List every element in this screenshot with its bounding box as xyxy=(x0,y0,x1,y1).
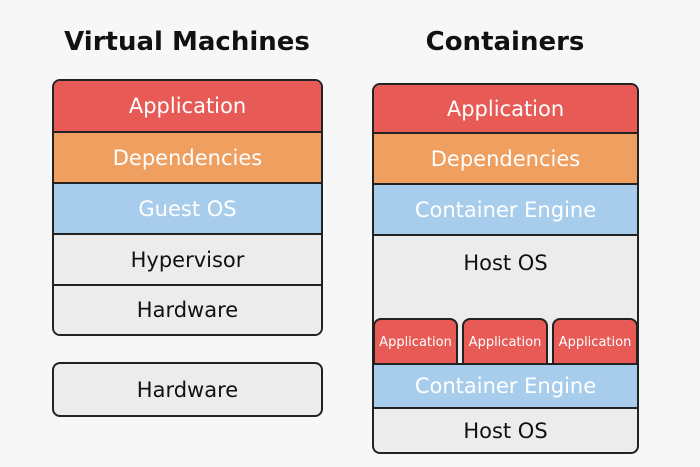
containers-application-layer: Application xyxy=(374,85,637,134)
containers-stack: Application Dependencies Container Engin… xyxy=(372,83,639,287)
vm-dependencies-layer: Dependencies xyxy=(54,133,321,184)
containers-dependencies-layer: Dependencies xyxy=(374,134,637,185)
containers-lower-engine-layer: Container Engine xyxy=(372,363,639,409)
vm-hardware-layer: Hardware xyxy=(54,286,321,334)
vm-application-layer: Application xyxy=(54,81,321,133)
vm-hypervisor-layer: Hypervisor xyxy=(54,235,321,286)
vm-hardware-box: Hardware xyxy=(52,362,323,417)
containers-engine-layer: Container Engine xyxy=(374,185,637,236)
containers-title: Containers xyxy=(425,27,585,57)
container-app-3: Application xyxy=(552,318,638,364)
vm-title: Virtual Machines xyxy=(64,27,310,57)
containers-host-os-layer: Host OS xyxy=(374,236,637,287)
vm-stack: Application Dependencies Guest OS Hyperv… xyxy=(52,79,323,336)
container-app-1: Application xyxy=(373,318,458,364)
container-app-2: Application xyxy=(462,318,548,364)
vm-guest-os-layer: Guest OS xyxy=(54,184,321,235)
containers-lower-host-os-layer: Host OS xyxy=(463,418,548,443)
